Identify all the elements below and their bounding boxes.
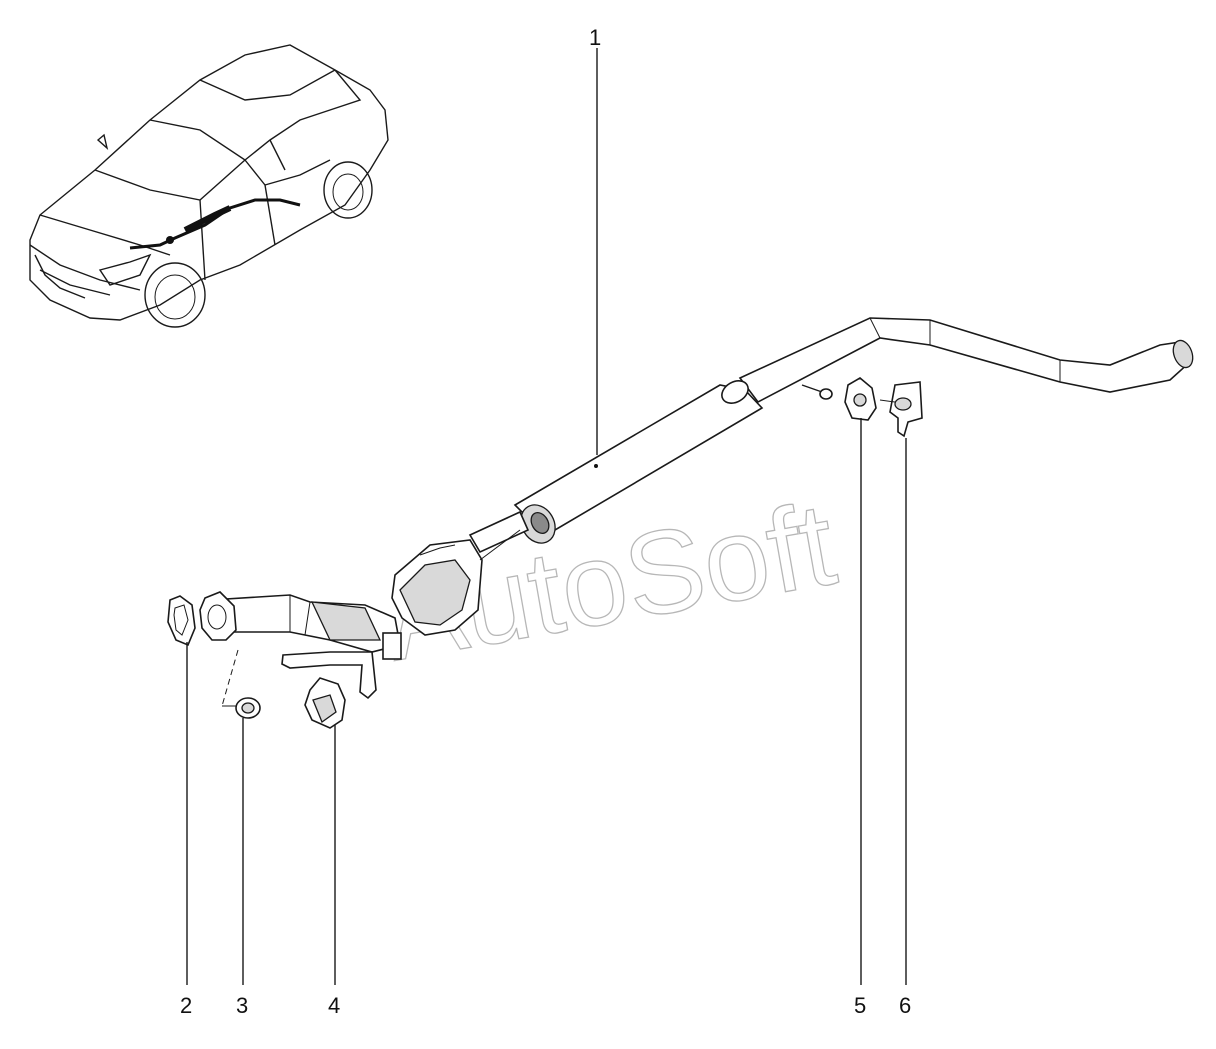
- gasket-part-2: [167, 595, 196, 647]
- callout-3: 3: [236, 993, 248, 1018]
- callout-6: 6: [899, 993, 911, 1018]
- callout-5: 5: [854, 993, 866, 1018]
- nut-part-3: [221, 649, 261, 719]
- callout-4: 4: [328, 993, 340, 1018]
- exhaust-pipe-assembly: [199, 317, 1194, 700]
- car-inset-illustration: [29, 44, 389, 328]
- callout-2: 2: [180, 993, 192, 1018]
- leader-lines: [186, 48, 907, 985]
- callout-1: 1: [589, 25, 601, 50]
- rear-mount-part-5: [801, 377, 877, 421]
- rubber-mount-part-4: [304, 677, 346, 729]
- bracket-part-6: [879, 381, 923, 438]
